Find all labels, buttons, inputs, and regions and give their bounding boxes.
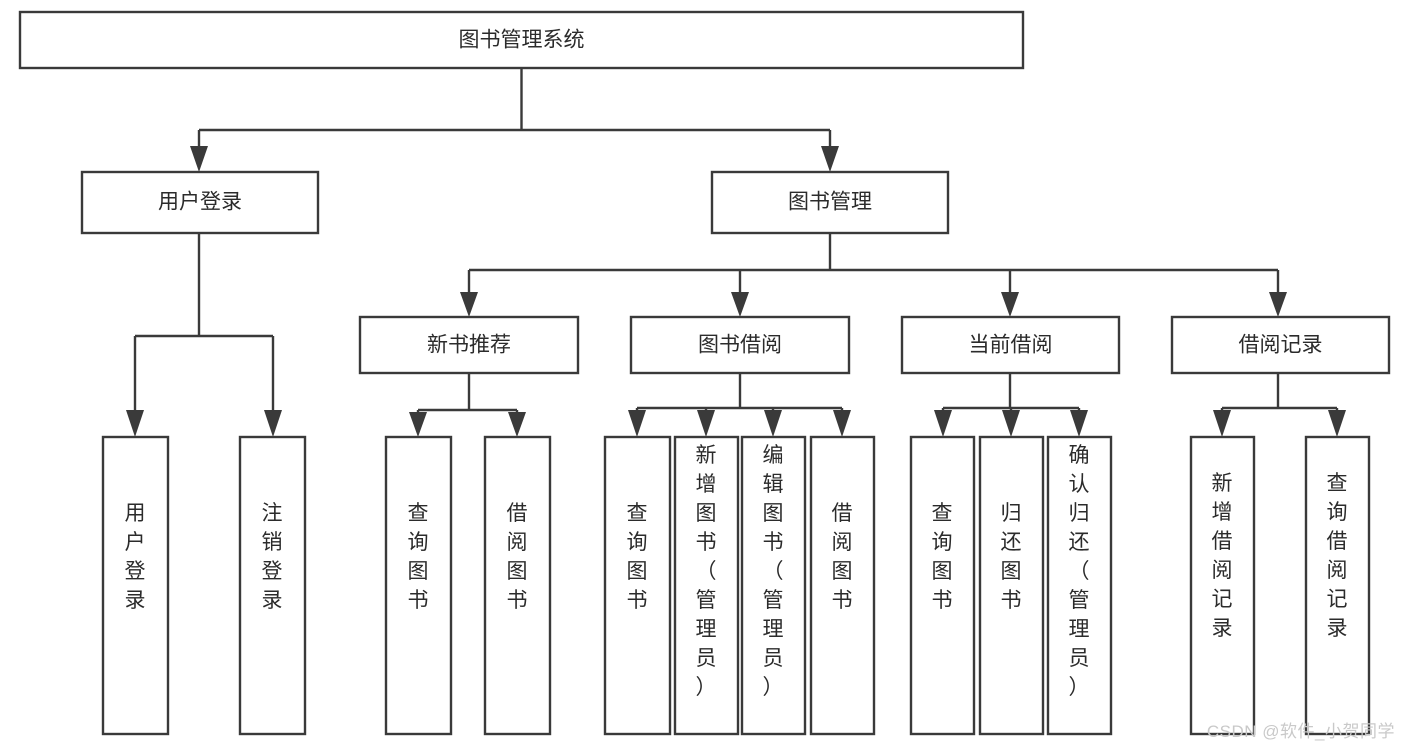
node-leaf-query-book-current-label: 查询图书: [932, 502, 953, 612]
node-leaf-return-book-label: 归还图书: [1001, 502, 1022, 612]
node-new-book-recommend-label: 新书推荐: [427, 334, 511, 357]
node-leaf-logout[interactable]: 注销登录: [238, 435, 307, 736]
node-leaf-query-book-borrow-label: 查询图书: [627, 502, 648, 612]
arrow-head-leaf-borrow-book-recommend: [508, 412, 526, 437]
node-leaf-borrow-book[interactable]: 借阅图书: [809, 435, 876, 736]
node-root-label: 图书管理系统: [459, 29, 585, 52]
arrow-head-book-borrow: [731, 292, 749, 317]
node-book-borrow-box: [629, 315, 851, 375]
node-root[interactable]: 图书管理系统: [18, 10, 1025, 70]
arrow-head-leaf-query-borrow-record: [1328, 410, 1346, 437]
node-leaf-query-book-recommend-box: [384, 435, 453, 736]
node-leaf-user-login[interactable]: 用户登录: [101, 435, 170, 736]
node-leaf-query-book-borrow[interactable]: 查询图书: [603, 435, 672, 736]
node-borrow-record-box: [1170, 315, 1391, 375]
node-new-book-recommend-box: [358, 315, 580, 375]
node-leaf-query-borrow-record[interactable]: 查询借阅记录: [1304, 435, 1371, 736]
node-book-management-box: [710, 170, 950, 235]
node-leaf-add-book-label: 新增图书（管理员）: [696, 444, 717, 699]
node-borrow-record-label: 借阅记录: [1239, 334, 1323, 357]
node-leaf-query-book-current-box: [909, 435, 976, 736]
node-leaf-query-borrow-record-label: 查询借阅记录: [1327, 472, 1348, 640]
node-leaf-confirm-return-box: [1046, 435, 1113, 736]
arrow-head-leaf-query-book-borrow: [628, 410, 646, 437]
node-leaf-return-book-box: [978, 435, 1045, 736]
node-leaf-borrow-book-recommend-box: [483, 435, 552, 736]
arrow-head-leaf-logout: [264, 410, 282, 437]
node-new-book-recommend[interactable]: 新书推荐: [358, 315, 580, 375]
node-leaf-confirm-return-label: 确认归还（管理员）: [1069, 444, 1090, 699]
node-user-login-label: 用户登录: [158, 191, 242, 214]
arrow-head-user-login: [190, 146, 208, 172]
arrow-head-leaf-add-borrow-record: [1213, 410, 1231, 437]
node-leaf-borrow-book-recommend[interactable]: 借阅图书: [483, 435, 552, 736]
node-leaf-user-login-label: 用户登录: [125, 502, 146, 612]
node-root-box: [18, 10, 1025, 70]
node-leaf-add-borrow-record[interactable]: 新增借阅记录: [1189, 435, 1256, 736]
node-leaf-user-login-box: [101, 435, 170, 736]
connector-layer: [126, 68, 1346, 437]
arrow-head-leaf-return-book: [1002, 410, 1020, 437]
arrow-head-current-borrow: [1001, 292, 1019, 317]
node-leaf-edit-book-label: 编辑图书（管理员）: [763, 444, 784, 699]
node-leaf-query-borrow-record-box: [1304, 435, 1371, 736]
arrow-head-leaf-edit-book: [764, 410, 782, 437]
arrow-head-leaf-borrow-book: [833, 410, 851, 437]
arrow-head-leaf-add-book: [697, 410, 715, 437]
node-book-management-label: 图书管理: [788, 191, 872, 214]
node-leaf-edit-book-box: [740, 435, 807, 736]
node-leaf-add-borrow-record-label: 新增借阅记录: [1212, 472, 1233, 640]
node-current-borrow[interactable]: 当前借阅: [900, 315, 1121, 375]
arrow-head-leaf-query-book-current: [934, 410, 952, 437]
node-leaf-query-book-recommend-label: 查询图书: [408, 502, 429, 612]
node-leaf-return-book[interactable]: 归还图书: [978, 435, 1045, 736]
arrow-head-book-management: [821, 146, 839, 172]
node-book-borrow-label: 图书借阅: [698, 334, 782, 357]
arrow-head-leaf-query-book-recommend: [409, 412, 427, 437]
node-leaf-borrow-book-recommend-label: 借阅图书: [507, 502, 528, 612]
arrow-head-leaf-user-login: [126, 410, 144, 437]
node-leaf-query-book-borrow-box: [603, 435, 672, 736]
node-leaf-borrow-book-label: 借阅图书: [832, 502, 853, 612]
node-current-borrow-label: 当前借阅: [969, 334, 1053, 357]
node-leaf-add-book[interactable]: 新增图书（管理员）: [673, 435, 740, 736]
node-current-borrow-box: [900, 315, 1121, 375]
node-user-login-box: [80, 170, 320, 235]
node-user-login[interactable]: 用户登录: [80, 170, 320, 235]
node-leaf-logout-box: [238, 435, 307, 736]
node-leaf-add-borrow-record-box: [1189, 435, 1256, 736]
node-borrow-record[interactable]: 借阅记录: [1170, 315, 1391, 375]
node-leaf-confirm-return[interactable]: 确认归还（管理员）: [1046, 435, 1113, 736]
node-leaf-query-book-current[interactable]: 查询图书: [909, 435, 976, 736]
node-leaf-borrow-book-box: [809, 435, 876, 736]
node-leaf-add-book-box: [673, 435, 740, 736]
arrow-head-borrow-record: [1269, 292, 1287, 317]
node-leaf-logout-label: 注销登录: [262, 502, 283, 612]
node-book-management[interactable]: 图书管理: [710, 170, 950, 235]
node-leaf-query-book-recommend[interactable]: 查询图书: [384, 435, 453, 736]
node-book-borrow[interactable]: 图书借阅: [629, 315, 851, 375]
node-leaf-edit-book[interactable]: 编辑图书（管理员）: [740, 435, 807, 736]
arrow-head-new-book-recommend: [460, 292, 478, 317]
arrow-head-leaf-confirm-return: [1070, 410, 1088, 437]
